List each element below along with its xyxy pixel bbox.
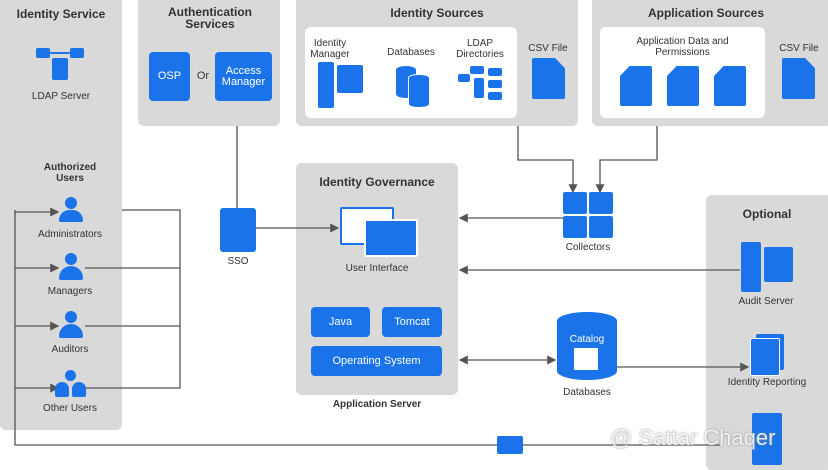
app-data-label: Application Data and Permissions	[636, 36, 729, 58]
sso-label: SSO	[227, 256, 249, 267]
watermark: @ Sattar Chaqer	[610, 425, 776, 450]
ldap-server-icon	[36, 44, 84, 84]
audit-server-label: Audit Server	[738, 296, 794, 307]
identity-reporting-icon	[750, 334, 784, 376]
collectors-label: Collectors	[565, 242, 611, 253]
other-users-icon	[55, 370, 87, 398]
operating-system-box: Operating System	[311, 346, 442, 376]
catalog-page	[574, 348, 598, 370]
collectors-puzzle-icon	[563, 192, 613, 238]
email-icon	[497, 436, 523, 454]
authorized-users-label: Authorized Users	[43, 162, 97, 184]
ldap-directories-icon	[458, 66, 504, 102]
identity-csv-file-icon	[532, 58, 565, 99]
application-sources-title: Application Sources	[647, 6, 765, 20]
audit-server-icon	[741, 242, 793, 292]
databases-icon	[396, 66, 430, 108]
app-permission-icon-1	[620, 66, 652, 106]
app-csv-label: CSV File	[779, 43, 819, 54]
identity-reporting-label: Identity Reporting	[727, 377, 807, 388]
osp-box: OSP	[149, 52, 190, 101]
databases-label: Databases	[563, 387, 611, 398]
auth-services-title: Authentication Services	[168, 5, 252, 31]
user-interface-label: User Interface	[345, 263, 409, 274]
identity-manager-icon	[318, 62, 364, 108]
user-interface-icon	[340, 207, 418, 257]
identity-manager-label: Identity Manager	[310, 38, 350, 60]
ldap-directories-label: LDAP Directories	[456, 38, 504, 60]
administrators-label: Administrators	[38, 229, 102, 240]
access-manager-box: Access Manager	[215, 52, 272, 101]
java-box: Java	[311, 307, 370, 337]
app-permission-icon-2	[667, 66, 699, 106]
catalog-label: Catalog	[569, 334, 605, 345]
identity-sources-title: Identity Sources	[390, 6, 484, 20]
other-users-label: Other Users	[43, 403, 97, 414]
optional-title: Optional	[742, 207, 792, 221]
identity-governance-title: Identity Governance	[319, 175, 435, 189]
ldap-server-label: LDAP Server	[31, 91, 91, 102]
auditors-label: Auditors	[51, 344, 89, 355]
managers-icon	[58, 253, 84, 281]
app-permission-icon-3	[714, 66, 746, 106]
managers-label: Managers	[47, 286, 93, 297]
or-label: Or	[196, 70, 210, 82]
administrators-icon	[58, 197, 84, 223]
sso-icon	[220, 208, 256, 252]
app-csv-file-icon	[782, 58, 815, 99]
auditors-icon	[58, 311, 84, 339]
identity-service-title: Identity Service	[16, 7, 106, 21]
tomcat-box: Tomcat	[382, 307, 442, 337]
identity-csv-label: CSV File	[528, 43, 568, 54]
databases-source-label: Databases	[387, 47, 435, 58]
application-server-label: Application Server	[332, 399, 422, 410]
optional-server-icon	[752, 413, 782, 465]
